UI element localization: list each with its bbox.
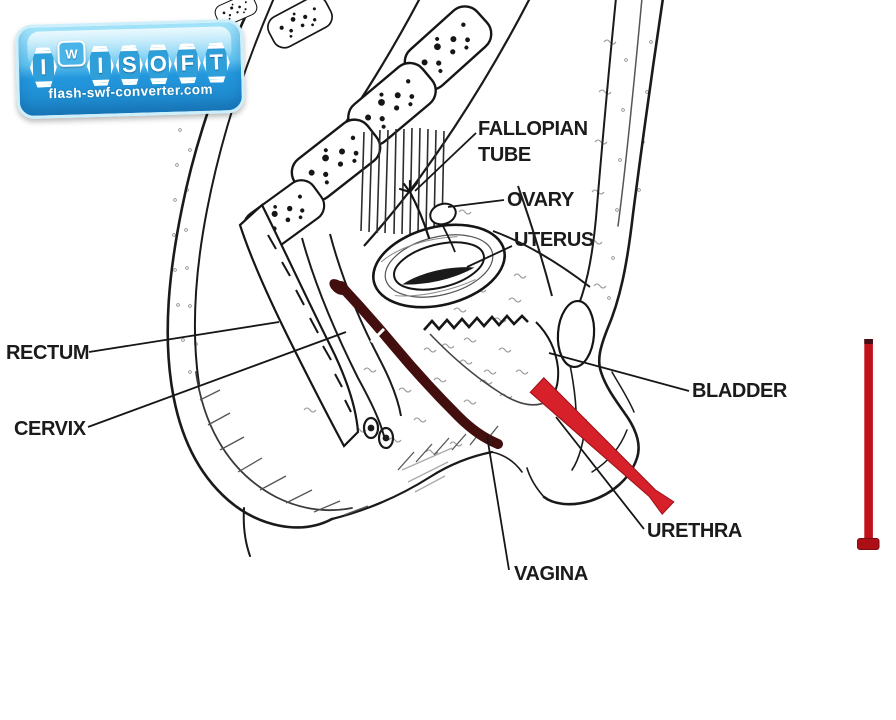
label-urethra: URETHRA: [647, 520, 742, 542]
label-ovary: OVARY: [507, 189, 574, 211]
leader-uterus: [466, 245, 513, 268]
body-outline: [166, 0, 665, 557]
rectum: [301, 233, 402, 450]
logo-letter: F: [173, 43, 201, 84]
logo-brand: I W I S O F T: [18, 40, 241, 88]
vagina-highlight: [329, 279, 503, 449]
logo-letter: I: [29, 47, 57, 88]
leader-fallopian-tube: [414, 132, 477, 192]
leader-bladder: [548, 352, 690, 392]
red-pointer-arrow: [529, 376, 675, 515]
logo-w-badge-icon: W: [57, 40, 86, 68]
label-bladder: BLADDER: [692, 380, 787, 402]
label-fallopian-tube: FALLOPIAN TUBE: [478, 118, 588, 166]
pelvic-lines: [492, 185, 591, 297]
label-cervix: CERVIX: [14, 418, 86, 440]
logo-letter: T: [202, 42, 230, 83]
label-rectum: RECTUM: [6, 342, 90, 364]
leader-lines: [87, 132, 690, 571]
leader-ovary: [447, 199, 505, 208]
iwisoft-watermark: I W I S O F T flash-swf-converter.com: [14, 18, 246, 120]
label-uterus: UTERUS: [514, 229, 594, 251]
uterus-shape: [372, 223, 506, 309]
logo-letter: S: [115, 45, 143, 86]
leader-cervix: [87, 331, 347, 428]
leader-vagina: [486, 435, 510, 571]
sacrum-coccyx: [238, 203, 360, 448]
logo-letter: O: [144, 44, 172, 85]
logo-letter: I: [86, 45, 114, 86]
leader-rectum: [88, 321, 280, 353]
fallopian-tube-shape: [398, 179, 431, 240]
pubic-symphysis: [556, 299, 596, 369]
leader-urethra: [555, 416, 645, 530]
ovary-shape: [429, 202, 457, 253]
label-vagina: VAGINA: [514, 563, 588, 585]
red-marker-bar: [857, 339, 880, 550]
